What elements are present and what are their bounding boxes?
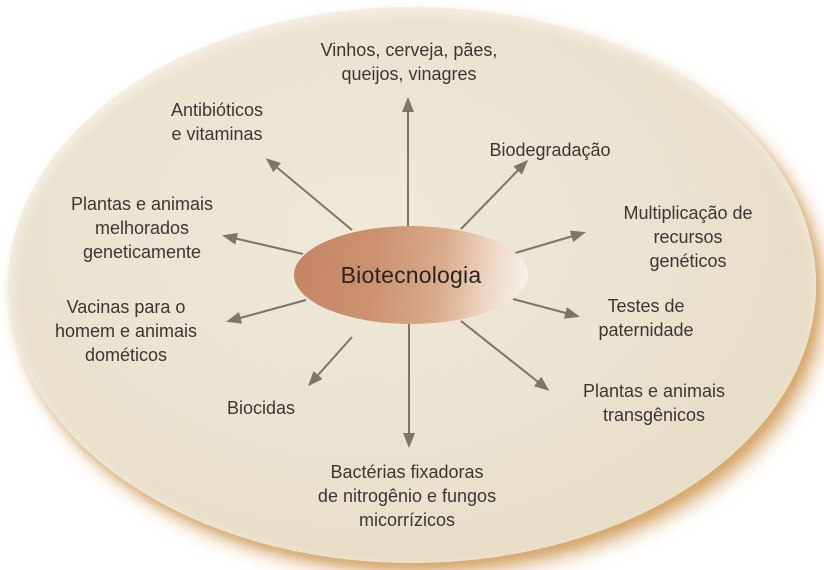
arrow-biocidas bbox=[308, 336, 353, 387]
arrow-vacinas bbox=[226, 299, 307, 324]
spoke-label-bacterias: Bactérias fixadoras de nitrogênio e fung… bbox=[317, 461, 497, 531]
arrow-melhorados bbox=[222, 232, 304, 255]
center-node-label: Biotecnologia bbox=[340, 261, 482, 288]
arrow-transgenicos bbox=[460, 320, 550, 391]
spoke-label-multiplicacao: Multiplicação de recursos genéticos bbox=[623, 202, 753, 272]
spoke-label-antibioticos: Antibióticos e vitaminas bbox=[170, 99, 264, 144]
arrow-antibioticos bbox=[265, 158, 353, 231]
spoke-label-biocidas: Biocidas bbox=[226, 397, 296, 418]
spoke-label-biodegradacao: Biodegradação bbox=[489, 139, 611, 160]
arrow-multiplicacao bbox=[511, 230, 586, 255]
arrow-testes bbox=[512, 298, 580, 319]
spoke-label-melhorados: Plantas e animais melhorados geneticamen… bbox=[70, 193, 214, 263]
spoke-label-transgenicos: Plantas e animais transgênicos bbox=[582, 380, 726, 425]
spoke-label-vinhos: Vinhos, cerveja, pães, queijos, vinagres bbox=[320, 39, 498, 84]
arrow-biodegradacao bbox=[460, 159, 529, 230]
center-node: Biotecnologia bbox=[294, 226, 528, 324]
spoke-label-testes: Testes de paternidade bbox=[598, 295, 694, 340]
spoke-label-vacinas: Vacinas para o homem e animais dométicos bbox=[54, 296, 198, 366]
